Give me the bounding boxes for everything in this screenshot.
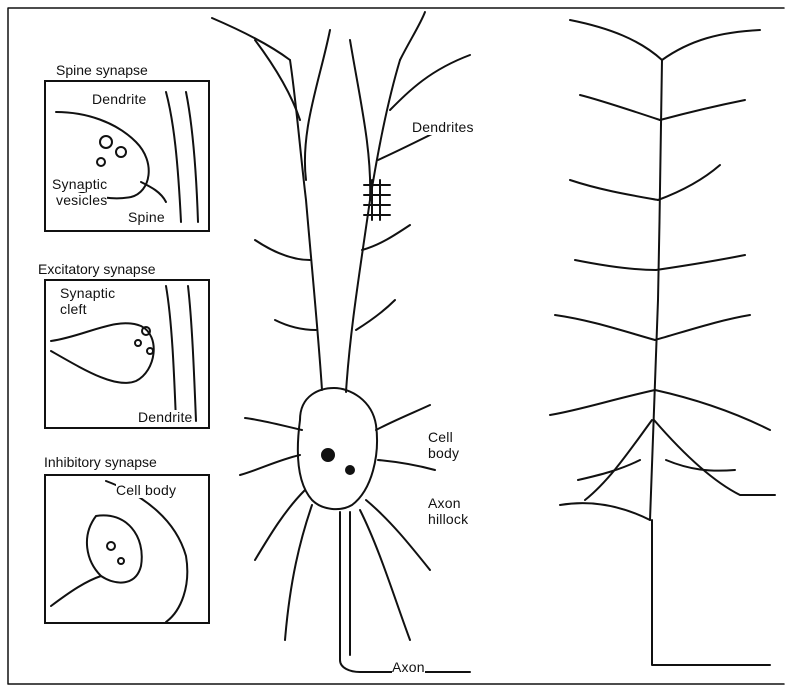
cell-body-label-line1: Cell	[428, 430, 453, 445]
spine-vesicles-label: vesicles	[56, 193, 107, 208]
spine-spine-label: Spine	[128, 210, 165, 225]
axon-hillock-label-line1: Axon	[428, 496, 461, 511]
excitatory-dendrite-label: Dendrite	[138, 410, 193, 425]
excitatory-synapse-title: Excitatory synapse	[38, 262, 156, 277]
spine-synapse-title: Spine synapse	[56, 63, 148, 78]
axon-hillock-label-line2: hillock	[428, 512, 468, 527]
inhibitory-cell-body-label: Cell body	[116, 483, 176, 498]
excitatory-synaptic-label: Synaptic	[60, 286, 115, 301]
excitatory-cleft-label: cleft	[60, 302, 87, 317]
inhibitory-synapse-title: Inhibitory synapse	[44, 455, 157, 470]
cell-body-label-line2: body	[428, 446, 459, 461]
dendrites-label: Dendrites	[412, 120, 474, 135]
axon-label: Axon	[392, 660, 425, 675]
pyramidal-neuron-drawing	[212, 12, 470, 672]
spine-dendrite-label: Dendrite	[92, 92, 147, 107]
spine-synaptic-label: Synaptic	[52, 177, 107, 192]
dendritic-tree-drawing	[550, 20, 775, 665]
